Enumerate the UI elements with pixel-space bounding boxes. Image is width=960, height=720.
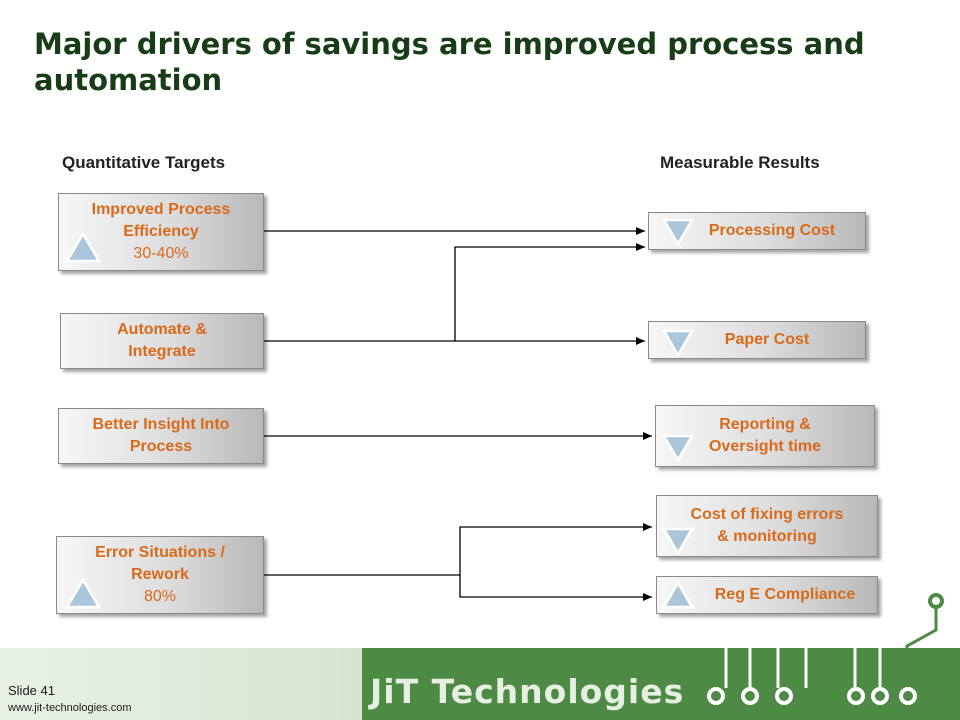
target-label: Better Insight Into [92,416,230,433]
target-box-error-situations: Error Situations / Rework 80% [56,536,264,614]
up-arrow-icon [64,232,102,263]
target-label: Integrate [128,343,196,360]
target-label: Automate & [117,321,207,338]
quantitative-targets-heading: Quantitative Targets [62,153,226,172]
result-box-cost-of-fixing-errors: Cost of fixing errors & monitoring [656,495,878,557]
target-percentage: 30-40% [133,245,189,262]
connector-error-rege [459,575,652,601]
target-label: Error Situations / [95,544,225,561]
target-box-process-efficiency: Improved Process Efficiency 30-40% [58,193,264,271]
result-label: Oversight time [708,438,822,455]
result-label: Processing Cost [708,222,836,239]
connector-error-fixing [459,523,652,575]
brand-logo-text: JiT Technologies [370,672,685,711]
target-percentage: 80% [143,588,177,605]
result-label: & monitoring [717,528,817,545]
target-label: Process [129,438,193,455]
footer-band [0,648,960,720]
down-arrow-icon [661,218,695,247]
down-arrow-icon [661,329,695,358]
result-label: Paper Cost [724,331,810,348]
target-label: Rework [131,566,189,583]
up-arrow-icon [661,580,695,609]
down-arrow-icon [661,527,695,556]
measurable-results-heading: Measurable Results [660,153,820,172]
slide-number: Slide 41 [8,683,55,698]
connector-automate-processing [454,243,645,341]
target-box-better-insight: Better Insight Into Process [58,408,264,464]
website-link[interactable]: www.jit-technologies.com [8,702,132,714]
footer-light-panel [0,648,362,720]
down-arrow-icon [661,434,695,463]
result-box-processing-cost: Processing Cost [648,212,866,250]
result-label: Reporting & [719,416,811,433]
target-label: Improved Process [91,201,231,218]
up-arrow-icon [64,578,102,609]
target-box-automate-integrate: Automate & Integrate [60,313,264,369]
target-label: Efficiency [123,223,199,240]
result-label: Cost of fixing errors [690,506,844,523]
result-label: Reg E Compliance [714,586,856,603]
slide-title: Major drivers of savings are improved pr… [34,27,865,97]
